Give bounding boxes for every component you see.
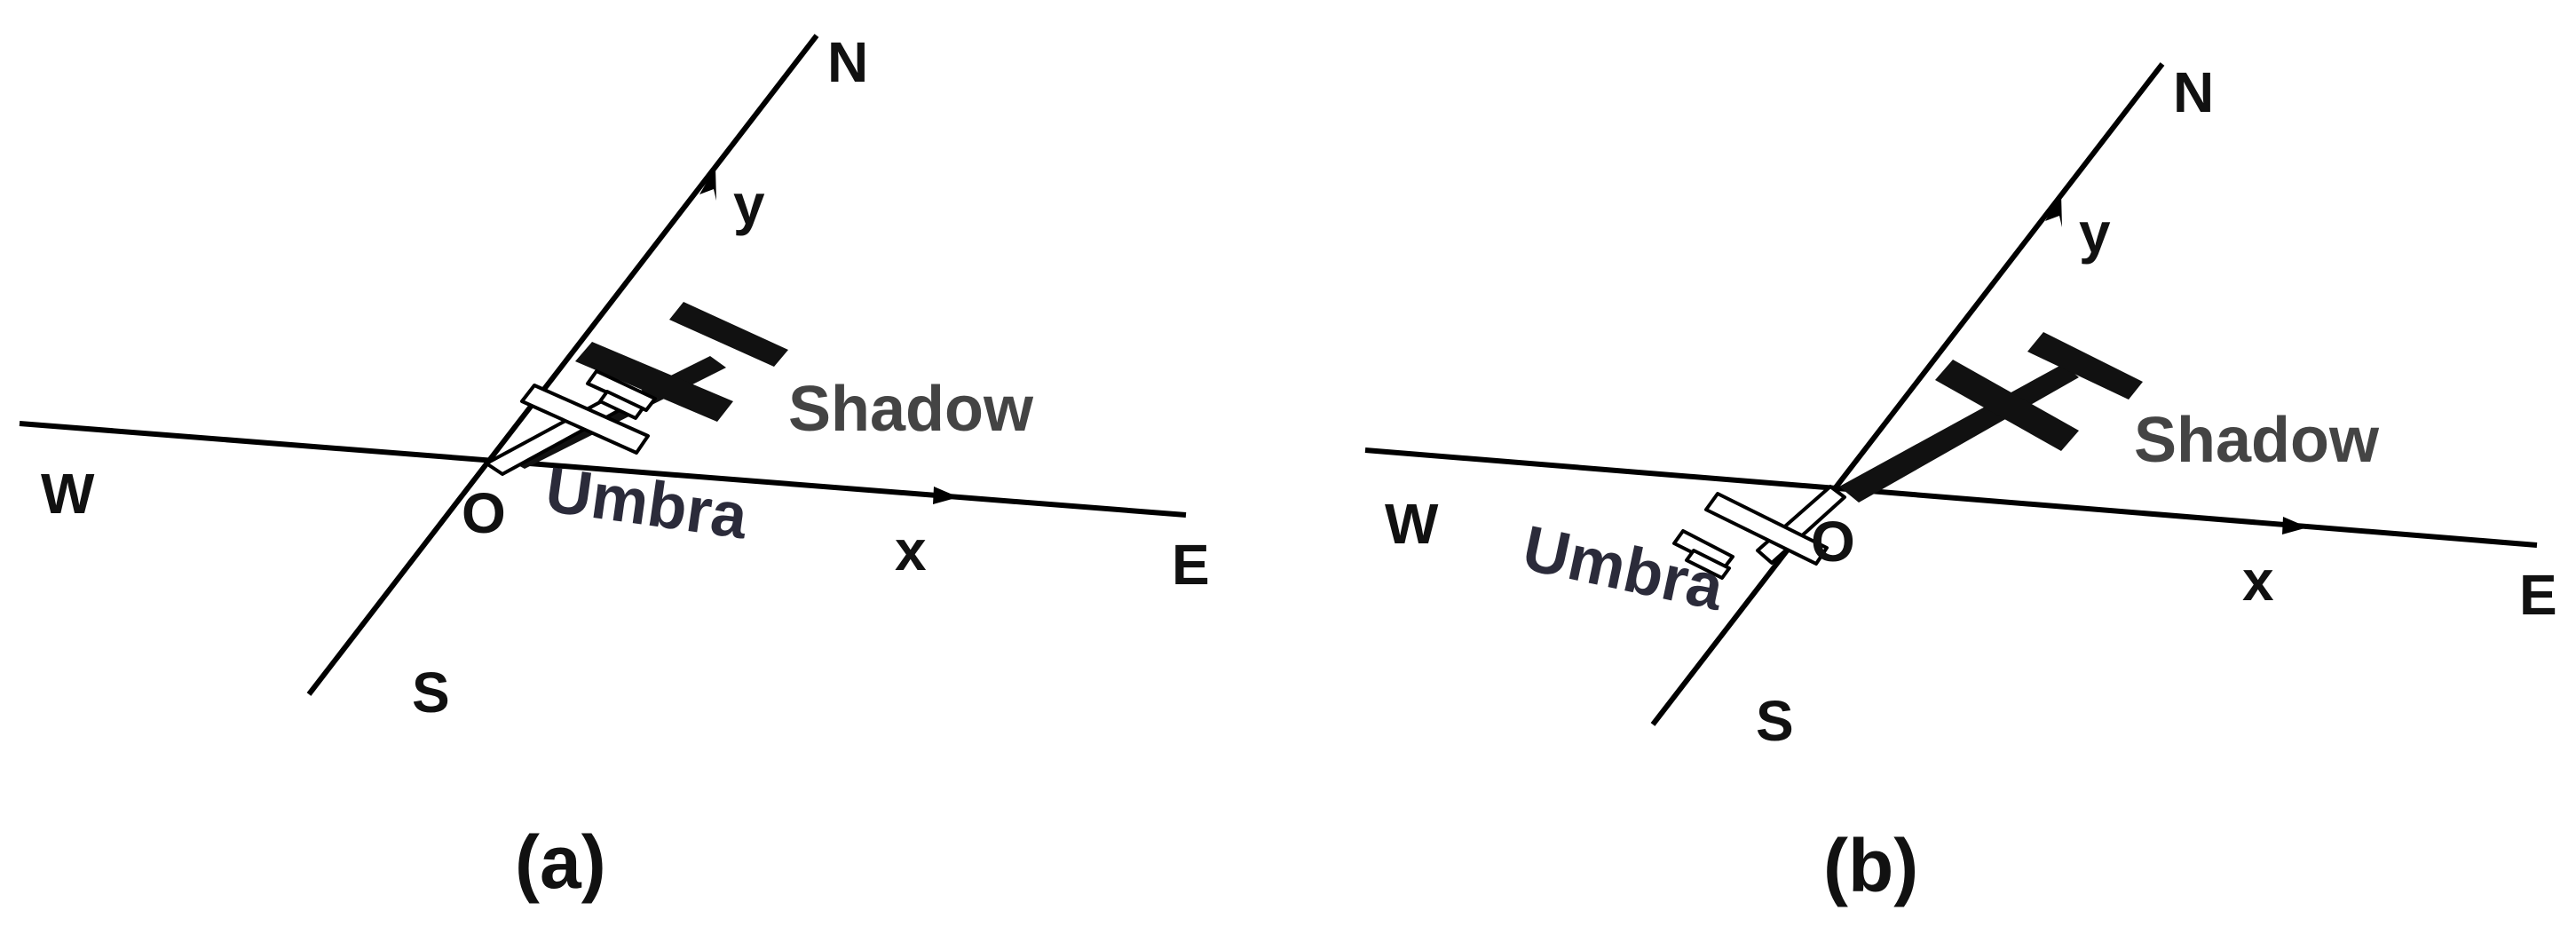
y-axis-arrowhead [699,167,716,201]
y-axis-label-b: y [2079,201,2111,265]
west-label-b: W [1385,492,1439,556]
umbra-label-b: Umbra [1517,512,1731,624]
caption-a: (a) [515,820,606,904]
y-axis-label-a: y [733,172,765,236]
umbra-wing [520,384,650,455]
origin-label-a: O [462,481,506,545]
caption-b: (b) [1823,824,1918,907]
shadow-label-b: Shadow [2134,405,2380,476]
south-north-axis [1650,62,2165,726]
umbra-tail-2 [598,390,644,420]
panel-b: N y W O x E S Shadow Umbra (b) [1364,60,2557,907]
east-label-b: E [2519,563,2557,627]
umbra-tail-2 [1685,549,1731,580]
south-north-axis [306,34,819,696]
x-axis-arrowhead [933,487,959,504]
south-label-b: S [1756,689,1794,753]
y-axis-arrowhead [2045,194,2062,227]
west-label-a: W [41,462,95,526]
shadow-wing [575,342,733,422]
north-label-b: N [2173,60,2214,124]
shadow-label-a: Shadow [788,374,1034,445]
umbra-airplane-a [485,369,657,476]
x-axis-arrowhead [2282,517,2308,534]
x-axis-label-a: x [895,518,927,582]
west-east-axis [19,421,1187,518]
umbra-airplane-b [1672,485,1846,580]
origin-label-b: O [1811,510,1855,574]
umbra-label-a: Umbra [541,455,753,553]
north-label-a: N [827,30,868,94]
shadow-tail [2027,332,2143,400]
shadow-tail [669,302,788,367]
south-label-a: S [412,661,450,724]
umbra-wing [1704,492,1829,566]
shadow-airplane-b [1839,332,2143,503]
umbra-tail-1 [586,369,657,412]
panel-a: N y W O x E S Shadow Umbra (a) [19,30,1210,904]
west-east-axis [1364,447,2538,548]
x-axis-label-b: x [2242,549,2274,613]
shadow-wing [1935,360,2079,451]
east-label-a: E [1172,533,1210,597]
